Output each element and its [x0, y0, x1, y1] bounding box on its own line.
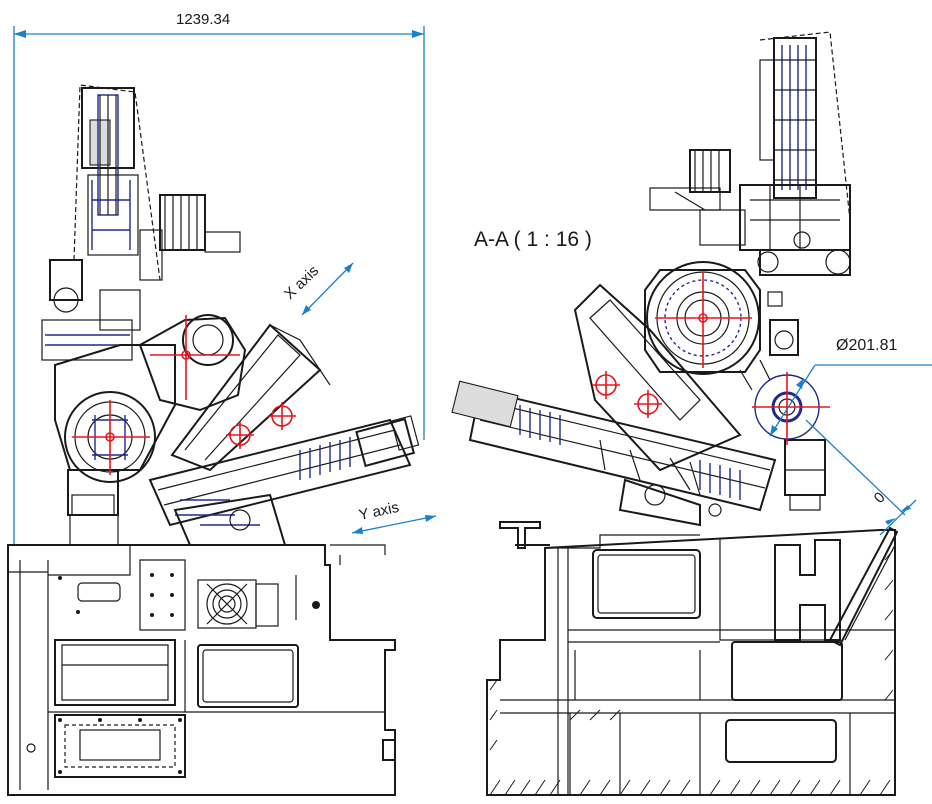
x-axis-label: X axis: [281, 262, 322, 303]
diameter-feature: [752, 364, 932, 445]
zero-dimension: [805, 419, 917, 536]
zero-dimension-text: 0: [871, 489, 889, 507]
right-center-marks: [592, 272, 752, 418]
right-upper-column: [649, 31, 851, 276]
right-turret-disk: [644, 261, 799, 391]
overall-dimension-text: 1239.34: [176, 11, 230, 28]
right-section-view: A-A ( 1 : 16 ): [451, 31, 932, 796]
left-base-cabinet: [7, 544, 396, 796]
left-center-marks: [72, 315, 296, 475]
y-axis-arrow: [351, 515, 437, 534]
section-label: A-A ( 1 : 16 ): [474, 228, 592, 251]
diameter-dimension-text: Ø201.81: [836, 337, 897, 354]
left-front-view: 1239.34: [7, 11, 437, 796]
x-axis-arrow: [301, 262, 354, 316]
right-support-bar: [828, 526, 899, 647]
overall-dimension-line: [13, 26, 425, 545]
left-upper-column: [41, 84, 241, 361]
right-base-cabinet: [486, 521, 896, 796]
right-inclined-slide: [451, 283, 826, 527]
y-axis-label: Y axis: [357, 499, 400, 524]
base-hatching: [489, 549, 894, 796]
